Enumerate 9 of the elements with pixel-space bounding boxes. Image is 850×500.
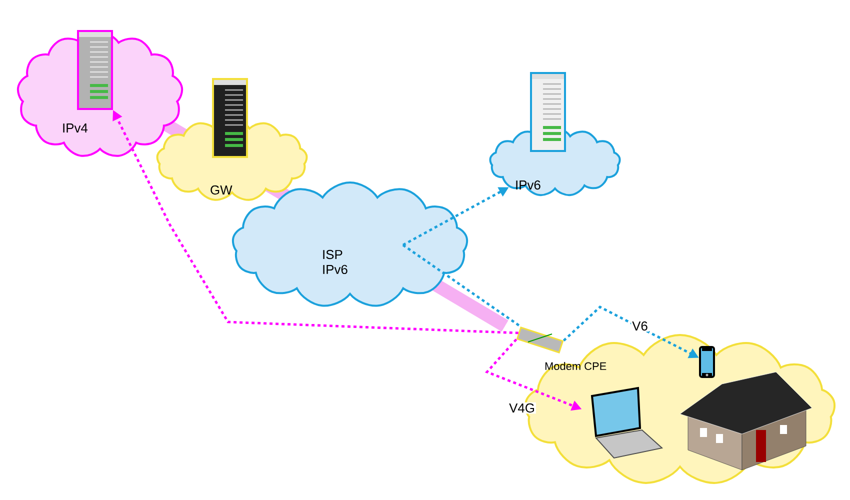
server-drawing	[77, 30, 113, 110]
edge-label: V6	[631, 320, 649, 332]
house-drawing	[680, 372, 812, 470]
phone-drawing	[699, 346, 715, 378]
node-label: Modem CPE	[545, 362, 606, 370]
server-drawing	[212, 78, 248, 158]
server-drawing	[530, 72, 566, 152]
edge-label: V4G	[508, 402, 536, 414]
cloud: ISP IPv6	[232, 182, 468, 307]
